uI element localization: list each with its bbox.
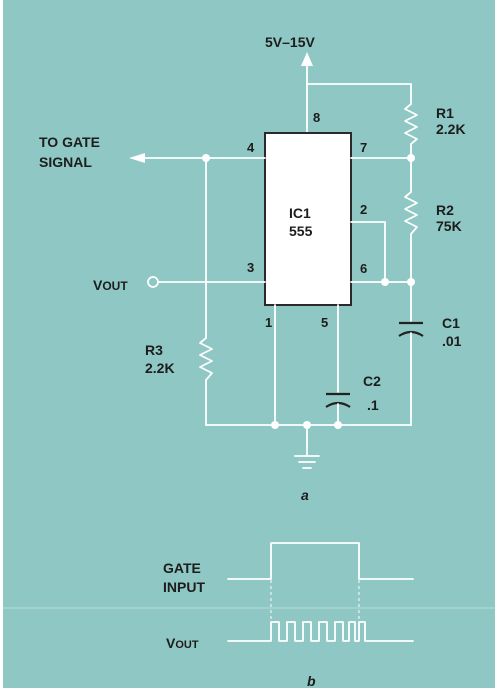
- c1-value: .01: [442, 333, 462, 349]
- caption-b: b: [307, 673, 316, 688]
- gate-input-label-line2: INPUT: [163, 579, 205, 595]
- pin2-wire: [350, 221, 386, 283]
- caption-a: a: [301, 487, 309, 503]
- vout-label: VOUT: [93, 277, 128, 293]
- gate-input-waveform: [227, 542, 414, 580]
- r1-name: R1: [436, 105, 454, 121]
- gate-signal-label-line2: SIGNAL: [39, 154, 92, 170]
- pin-1-label: 1: [265, 315, 272, 330]
- r3-resistor: [199, 337, 213, 381]
- pin-4-label: 4: [247, 140, 255, 155]
- supply-label: 5V–15V: [265, 34, 315, 50]
- pin-5-label: 5: [321, 315, 328, 330]
- c1-capacitor: [398, 321, 424, 337]
- ic1-555-chip: [264, 132, 352, 306]
- r2-name: R2: [436, 202, 454, 218]
- supply-arrow: [301, 52, 313, 113]
- pin-3-label: 3: [247, 260, 254, 275]
- r2-resistor: [404, 191, 418, 235]
- ic-part: 555: [289, 223, 313, 239]
- pin-6-label: 6: [360, 261, 367, 276]
- r1-value: 2.2K: [436, 121, 466, 137]
- circuit-diagram: 5V–15V R1 2.2K R2 75K IC1 555 8 4 7 2 3 …: [3, 34, 495, 688]
- c1-name: C1: [442, 315, 460, 331]
- r3-value: 2.2K: [145, 360, 175, 376]
- pin-7-label: 7: [360, 140, 367, 155]
- vout-terminal: [147, 276, 159, 288]
- ground-icon: [294, 424, 320, 469]
- ic-name: IC1: [289, 205, 311, 221]
- r2-value: 75K: [436, 218, 462, 234]
- gate-signal-label-line1: TO GATE: [39, 134, 100, 150]
- c2-capacitor: [325, 392, 351, 408]
- r1-resistor: [404, 103, 418, 145]
- gate-arrow: [129, 153, 145, 163]
- c2-value: .1: [367, 397, 379, 413]
- pin-8-label: 8: [313, 110, 320, 125]
- r3-name: R3: [145, 342, 163, 358]
- vout-waveform-label: VOUT: [166, 635, 199, 651]
- gate-input-label-line1: GATE: [163, 560, 201, 576]
- c2-name: C2: [363, 373, 381, 389]
- vout-waveform: [227, 621, 414, 642]
- pin-2-label: 2: [360, 202, 367, 217]
